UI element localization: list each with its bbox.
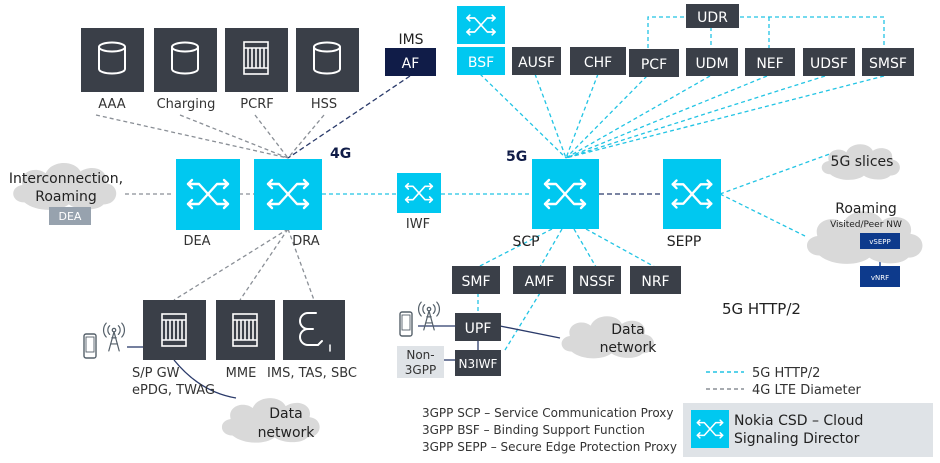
smf-node: SMF [452, 266, 500, 294]
footnote-bsf: 3GPP BSF – Binding Support Function [422, 423, 645, 437]
data-network-4g-label-2: network [258, 425, 316, 441]
legend-csd-label-1: Nokia CSD – Cloud [734, 413, 863, 429]
n3iwf-node: N3IWF [455, 350, 501, 376]
dra-label: DRA [292, 234, 320, 249]
sepp-node: SEPP [663, 159, 721, 250]
roaming-cloud: Roaming Visited/Peer NW vSEPP vNRF [806, 201, 923, 287]
smsf-label: SMSF [869, 56, 907, 72]
data-network-4g-label-1: Data [269, 406, 302, 422]
pcrf-label: PCRF [240, 97, 273, 112]
udr-node: UDR [686, 4, 739, 28]
slices-label: 5G slices [831, 154, 894, 170]
ims-app-icon [299, 312, 331, 352]
scp-label: SCP [512, 234, 539, 250]
upf-node: UPF [455, 313, 501, 341]
nssf-node: NSSF [573, 266, 621, 294]
dea-badge [49, 207, 91, 225]
footnote-scp: 3GPP SCP – Service Communication Proxy [422, 406, 674, 420]
footnote-sepp: 3GPP SEPP – Secure Edge Protection Proxy [422, 440, 677, 454]
diameter-links [95, 114, 325, 301]
vsepp-box [860, 233, 900, 249]
ims-heading: IMS [398, 32, 423, 48]
interconnection-cloud: Interconnection, Roaming DEA [9, 162, 123, 225]
nrf-label: NRF [641, 274, 669, 290]
upf-label: UPF [465, 321, 492, 337]
aaa-label: AAA [98, 97, 126, 112]
udr-label: UDR [697, 10, 728, 26]
visited-label: Visited/Peer NW [830, 220, 902, 230]
interconnection-label-1: Interconnection, [9, 171, 123, 187]
phone-icon-4g [83, 333, 97, 359]
sgw-label-1: S/P GW [132, 366, 180, 381]
nssf-label: NSSF [579, 274, 615, 290]
udsf-label: UDSF [810, 56, 848, 72]
chf-node: CHF [570, 47, 626, 75]
http2-caption: 5G HTTP/2 [722, 300, 801, 318]
four-g-heading: 4G [330, 146, 351, 162]
legend: 5G HTTP/2 4G LTE Diameter Nokia CSD – Cl… [683, 366, 933, 457]
iwf-node: IWF [397, 173, 441, 232]
hss-label: HSS [311, 97, 337, 112]
bsf-node: BSF [457, 6, 505, 75]
mme-node: MME [216, 300, 275, 381]
udsf-node: UDSF [803, 48, 855, 76]
dra-node: DRA [254, 159, 322, 249]
data-network-5g-label-1: Data [611, 322, 644, 338]
dea-node: DEA [176, 159, 240, 249]
phone-icon [399, 311, 413, 337]
charging-label: Charging [157, 97, 216, 112]
sgw-label-2: ePDG, TWAG [132, 383, 215, 398]
non3gpp-label-1: Non- [406, 348, 434, 362]
nef-node: NEF [745, 48, 795, 76]
smsf-node: SMSF [862, 48, 914, 76]
charging-node: Charging [154, 28, 217, 112]
nrf-node: NRF [630, 266, 681, 294]
interconnection-label-2: Roaming [35, 189, 97, 205]
cell-tower-icon-4g [102, 322, 126, 352]
chf-label: CHF [584, 55, 612, 71]
data-network-cloud-4g: Data network [221, 398, 320, 443]
legend-csd-label-2: Signaling Director [734, 431, 860, 447]
sepp-label: SEPP [667, 234, 702, 250]
non3gpp-node: Non- 3GPP [397, 346, 444, 378]
sgw-node: S/P GW ePDG, TWAG [132, 300, 215, 398]
af-node: AF [385, 48, 436, 76]
legend-http2-label: 5G HTTP/2 [752, 366, 820, 381]
iwf-label: IWF [406, 217, 430, 232]
ausf-label: AUSF [518, 55, 555, 71]
vnrf-label: vNRF [871, 274, 889, 282]
five-g-heading: 5G [506, 149, 527, 165]
dea-label: DEA [183, 234, 210, 249]
n3iwf-label: N3IWF [459, 357, 498, 371]
legend-diameter-label: 4G LTE Diameter [752, 383, 862, 398]
other-links [127, 75, 663, 399]
pcf-node: PCF [629, 49, 679, 77]
roaming-label: Roaming [835, 201, 897, 217]
amf-node: AMF [513, 266, 566, 294]
mme-label: MME [226, 366, 257, 381]
hss-node: HSS [296, 28, 359, 112]
aaa-node: AAA [81, 28, 144, 112]
bsf-label: BSF [468, 55, 494, 71]
vsepp-label: vSEPP [869, 238, 890, 246]
ims-tas-node: IMS, TAS, SBC [267, 300, 357, 381]
ims-tas-label: IMS, TAS, SBC [267, 366, 357, 381]
amf-label: AMF [525, 274, 555, 290]
vnrf-box [860, 266, 900, 287]
pcrf-node: PCRF [225, 28, 288, 112]
af-label: AF [402, 56, 420, 72]
data-network-5g-label-2: network [600, 340, 658, 356]
nef-label: NEF [756, 56, 783, 72]
ausf-node: AUSF [512, 47, 561, 75]
smf-label: SMF [461, 274, 490, 290]
dea-badge-label: DEA [59, 210, 82, 223]
non3gpp-label-2: 3GPP [405, 363, 436, 377]
scp-node: SCP [512, 159, 599, 250]
pcf-label: PCF [641, 57, 667, 73]
udm-label: UDM [695, 56, 728, 72]
udm-node: UDM [686, 48, 738, 76]
data-network-cloud-5g: Data network [561, 316, 658, 359]
slices-cloud: 5G slices [821, 144, 900, 180]
